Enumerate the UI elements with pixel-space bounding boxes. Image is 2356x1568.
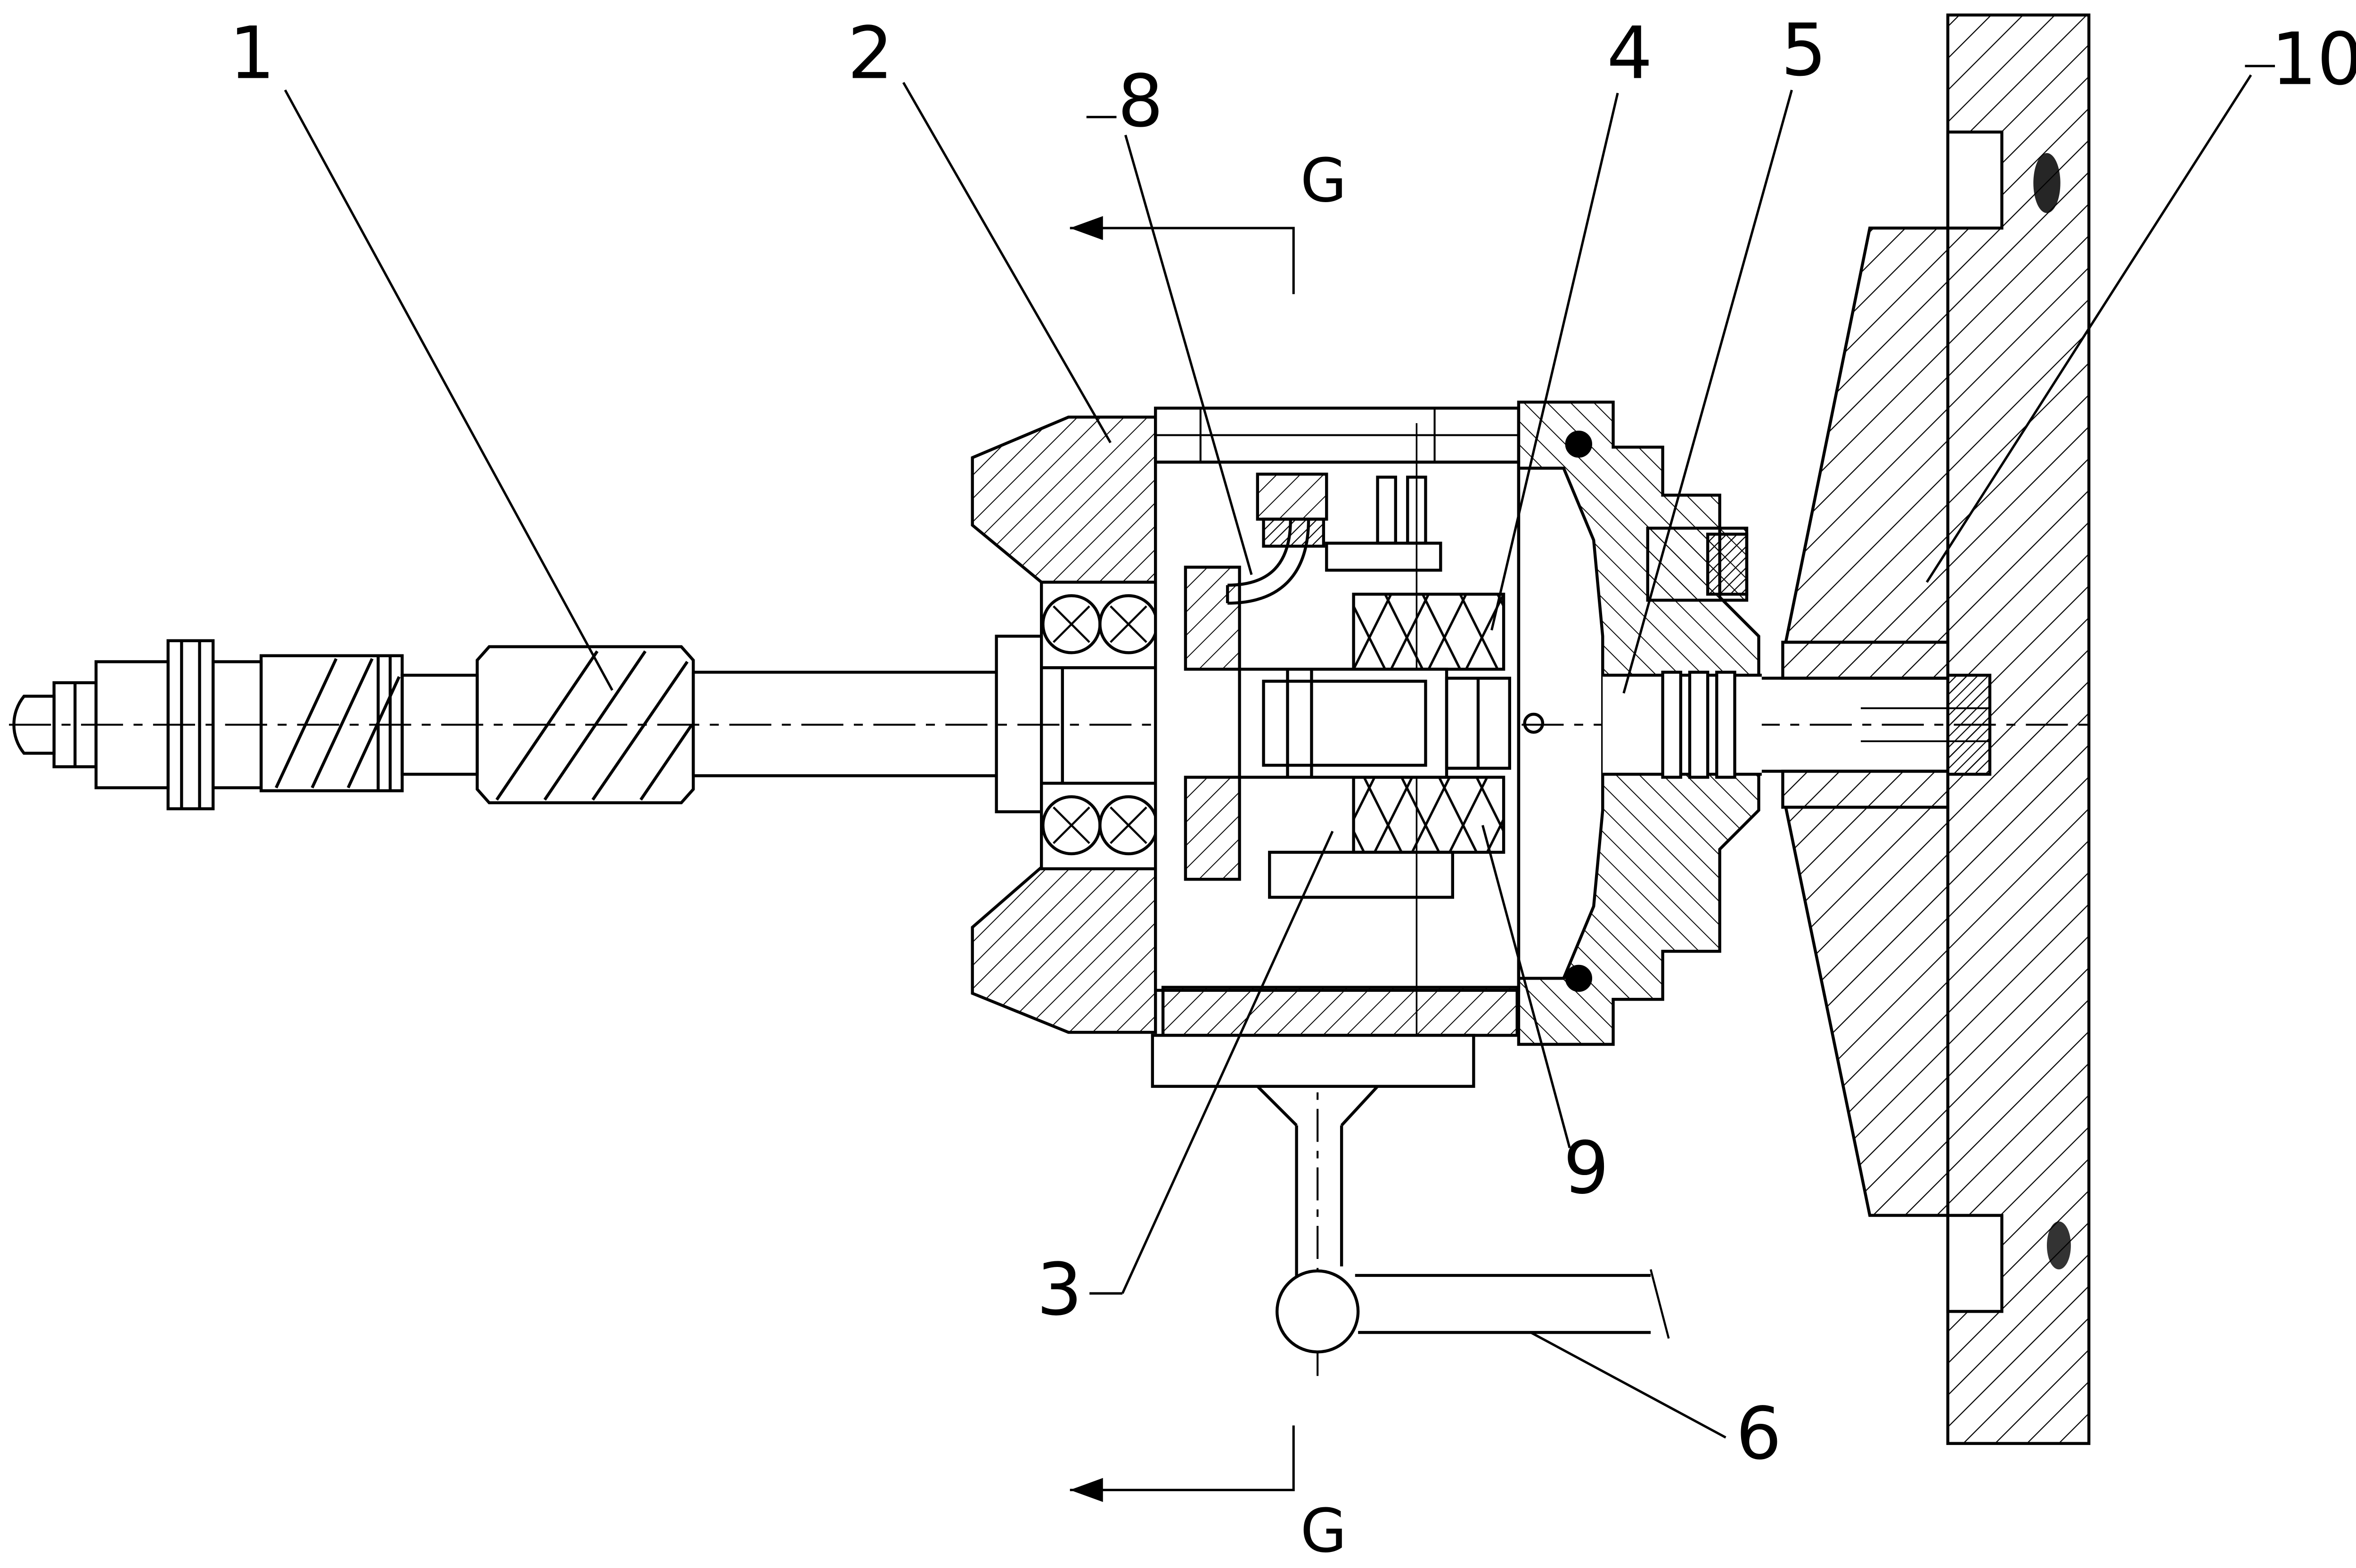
callout-4: 4 — [1490, 12, 1652, 631]
o-ring-top — [1565, 431, 1592, 458]
callout-3: 3 — [1037, 831, 1334, 1332]
spring-bottom — [1352, 776, 1505, 854]
svg-text:9: 9 — [1563, 1127, 1609, 1210]
ball-bearing-bottom — [1040, 782, 1160, 871]
callout-1: 1 — [229, 12, 614, 691]
callout-9: 9 — [1481, 825, 1609, 1210]
svg-text:3: 3 — [1037, 1248, 1082, 1332]
svg-text:10: 10 — [2271, 17, 2356, 101]
section-arrow-bottom-icon — [1070, 1478, 1103, 1502]
svg-text:8: 8 — [1118, 60, 1163, 144]
callout-6: 6 — [1530, 1331, 1782, 1476]
callout-2: 2 — [848, 12, 1112, 443]
flange-rim — [1946, 13, 2091, 1445]
callout-10: 10 — [1926, 17, 2356, 583]
spring-top — [1352, 592, 1505, 671]
o-ring-bottom — [1565, 964, 1592, 992]
svg-text:2: 2 — [848, 12, 893, 96]
flange-hub-bottom — [1781, 769, 1949, 809]
flange-web-bottom — [1783, 806, 1949, 1217]
valve-cartridge — [1154, 407, 1545, 1069]
svg-text:4: 4 — [1607, 12, 1652, 96]
handwheel-flange — [1781, 13, 2091, 1445]
section-mark-bottom: G — [1070, 1425, 1347, 1560]
ball-bearing-top — [1040, 580, 1160, 670]
section-letter-top: G — [1301, 146, 1347, 216]
section-arrow-top-icon — [1070, 216, 1103, 240]
handle-ball-joint — [1276, 1269, 1360, 1354]
housing-left — [971, 416, 1157, 1034]
svg-text:6: 6 — [1736, 1392, 1782, 1476]
flange-hub-top — [1781, 640, 1949, 680]
callout-5: 5 — [1622, 8, 1827, 694]
svg-text:1: 1 — [229, 12, 275, 96]
callout-8: 8 — [1086, 60, 1253, 575]
section-letter-bottom: G — [1301, 1496, 1347, 1560]
section-mark-top: G — [1070, 146, 1347, 294]
valve-spool — [1238, 668, 1448, 779]
svg-text:5: 5 — [1781, 8, 1826, 92]
end-cap-right — [1517, 400, 1762, 1046]
side-plug — [1646, 526, 1749, 602]
handle-assembly — [1151, 1034, 1670, 1354]
flange-web-top — [1783, 226, 1949, 644]
